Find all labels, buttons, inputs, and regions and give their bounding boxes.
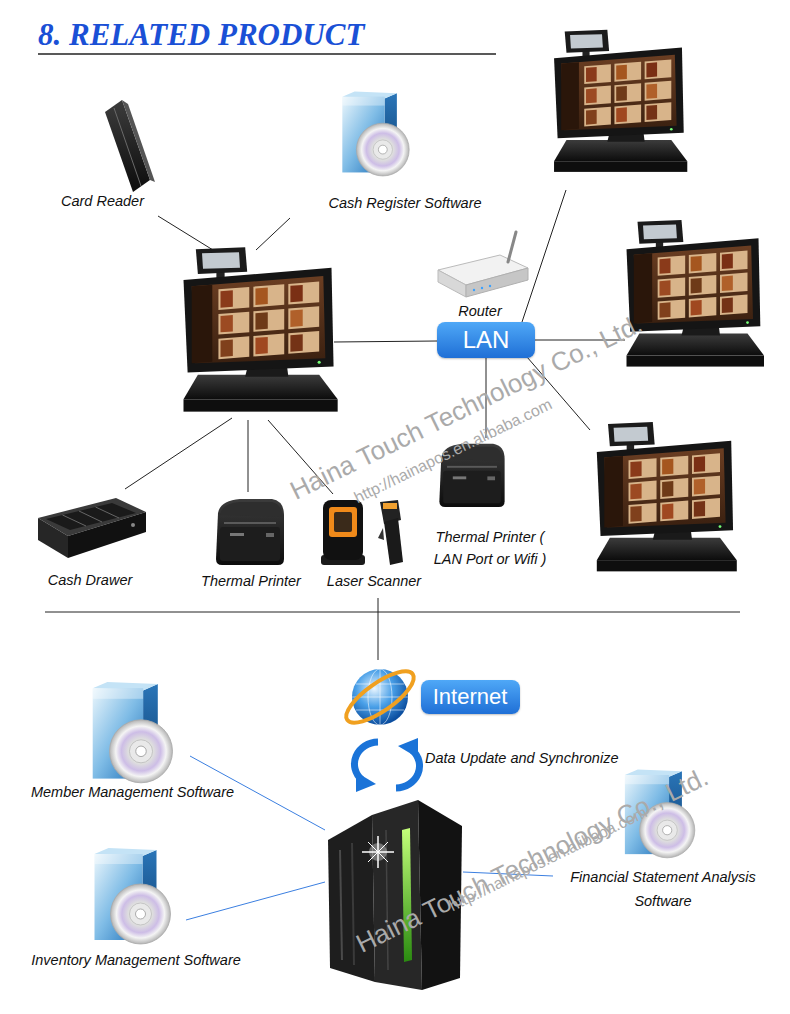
pill-text: Internet [433, 684, 508, 710]
cash-drawer-picture [131, 523, 135, 527]
card-reader-picture [122, 100, 155, 182]
page-title: 8. RELATED PRODUCT [38, 17, 364, 53]
device-node: Inventory Management Software [12, 848, 260, 969]
pos-terminal [597, 422, 737, 571]
scanner-picture [384, 518, 403, 565]
router-picture [481, 287, 483, 289]
leader-lines [158, 216, 213, 250]
device-node: Laser Scanner [318, 492, 430, 590]
globe-icon [339, 663, 421, 732]
network-pill: Internet [421, 680, 520, 714]
software-icon [342, 92, 409, 176]
printer-picture [216, 499, 284, 565]
blue-leader-lines [186, 882, 325, 920]
pos-terminal [554, 30, 687, 172]
device-node: Thermal Printer [191, 492, 311, 590]
router-picture [438, 232, 528, 297]
pos-terminal [184, 247, 338, 411]
router-picture [438, 270, 466, 297]
leader-lines [334, 341, 437, 342]
router-picture [466, 268, 528, 297]
leader-lines [45, 612, 740, 613]
scanner-picture [321, 500, 403, 565]
cash-drawer-picture [96, 507, 120, 518]
caption-text: Cash Drawer [25, 571, 155, 589]
device-node: Router [440, 252, 520, 320]
scanner-picture [334, 512, 352, 532]
cash-drawer-picture [68, 512, 146, 558]
server-picture [368, 842, 388, 862]
leader-lines [256, 218, 290, 250]
sync-arrows [356, 772, 376, 792]
server-picture [368, 842, 388, 862]
sync-arrows [354, 738, 419, 792]
scanner-picture [323, 500, 363, 560]
device-node: Cash Drawer [25, 490, 155, 589]
caption-text: Financial Statement Analysis Software [553, 865, 773, 913]
device-node: Card Reader [40, 95, 165, 210]
caption-text: Thermal Printer [191, 572, 311, 590]
card-reader-picture [105, 100, 155, 192]
cash-drawer-picture [38, 498, 146, 558]
globe-icon [380, 669, 381, 725]
caption-text: Member Management Software [15, 783, 250, 801]
caption-text: Cash Register Software [310, 194, 500, 212]
blue-leader-lines [186, 756, 553, 920]
title-underline [38, 53, 496, 55]
leader-lines [378, 598, 379, 660]
cash-drawer-picture [79, 511, 102, 522]
device-node: Member Management Software [15, 680, 250, 801]
cash-drawer-picture [38, 518, 68, 558]
scanner-picture [329, 507, 357, 537]
sync-arrows [398, 738, 418, 758]
network-pill: LAN [437, 322, 535, 358]
caption-text: Thermal Printer ( LAN Port or Wifi ) [425, 526, 555, 570]
router-picture [508, 232, 516, 262]
card-reader-picture [114, 108, 141, 186]
scanner-picture [378, 528, 384, 540]
server-picture [402, 828, 412, 962]
software-icon [95, 848, 171, 944]
leader-lines [248, 420, 249, 492]
server-picture [352, 843, 354, 965]
software-icon [93, 682, 173, 783]
title-underline [38, 54, 496, 55]
caption-text: Laser Scanner [318, 572, 430, 590]
router-picture [489, 285, 491, 287]
watermark: http://hainapos.en.alibaba.com [446, 802, 650, 915]
router-picture [473, 289, 475, 291]
caption-text: Card Reader [40, 192, 165, 210]
globe-icon [339, 663, 421, 732]
leader-lines [522, 190, 566, 322]
note-text: Data Update and Synchronize [425, 750, 618, 767]
pos-terminal [627, 220, 765, 367]
device-node: Cash Register Software [310, 80, 500, 212]
caption-text: Inventory Management Software [12, 951, 260, 969]
pill-text: LAN [463, 326, 510, 354]
caption-text: Router [440, 302, 520, 320]
cash-drawer-picture [63, 515, 87, 526]
scanner-picture [383, 503, 397, 509]
server-picture [372, 800, 422, 990]
server-picture [340, 850, 342, 960]
leader-lines [125, 418, 232, 489]
